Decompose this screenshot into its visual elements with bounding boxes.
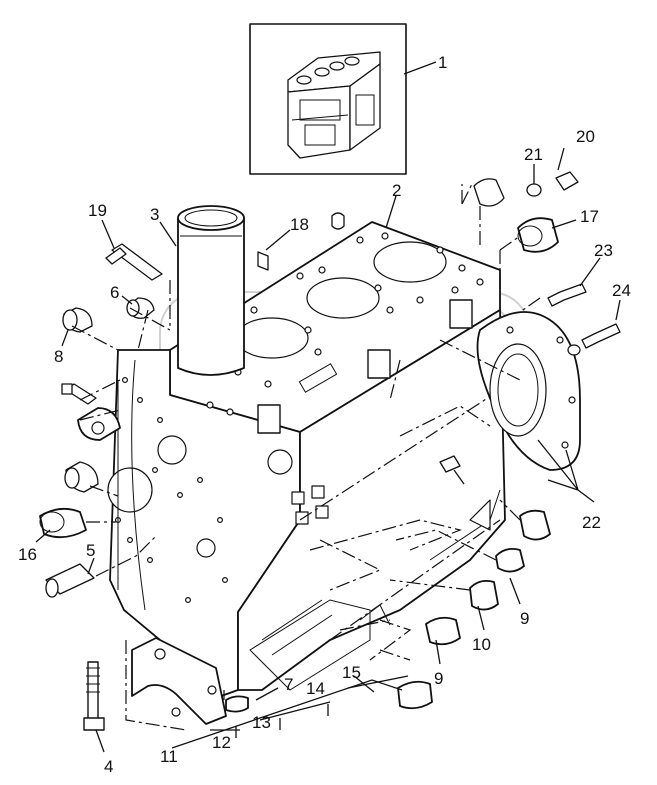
bolt-center <box>439 455 461 473</box>
callout-4: 4 <box>104 757 113 776</box>
callout-21: 21 <box>524 145 543 164</box>
bolt-24 <box>581 323 621 349</box>
callout-5: 5 <box>86 541 95 560</box>
front-bore <box>107 467 153 513</box>
plug-top <box>473 178 505 207</box>
lower-right-parts <box>225 509 551 713</box>
callout-14: 14 <box>306 679 325 698</box>
callout-20: 20 <box>576 127 595 146</box>
callout-15: 15 <box>342 663 361 682</box>
washer-21 <box>526 183 542 197</box>
callout-10: 10 <box>472 635 491 654</box>
callout-6: 6 <box>110 283 119 302</box>
callout-23: 23 <box>594 241 613 260</box>
plug-8 <box>62 307 93 333</box>
cylinder-bore-2 <box>235 317 309 359</box>
dowel-18 <box>257 251 269 271</box>
cylinder-block <box>107 221 506 701</box>
cylinder-bore-4 <box>373 241 447 283</box>
plug-right <box>519 509 551 541</box>
callout-24: 24 <box>612 281 631 300</box>
cap-17 <box>517 217 559 253</box>
engine-block-thumbnail <box>287 51 381 159</box>
front-face-holes <box>114 377 229 603</box>
rear-seal-housing <box>476 311 581 471</box>
bolt-19 <box>105 243 163 281</box>
callout-8: 8 <box>54 347 63 366</box>
callout-18: 18 <box>290 215 309 234</box>
callout-labels: 1 2 3 4 5 6 7 8 9 9 10 11 12 13 14 15 16… <box>18 53 631 776</box>
callout-7: 7 <box>284 675 293 694</box>
top-right-parts <box>257 171 621 485</box>
callout-17: 17 <box>580 207 599 226</box>
callout-2: 2 <box>392 181 401 200</box>
callout-3: 3 <box>150 205 159 224</box>
ring-7 <box>225 695 249 713</box>
bushing-9b <box>425 616 461 646</box>
bushing-16 <box>39 507 87 539</box>
bolt-23 <box>547 283 587 307</box>
main-bearing-cap <box>131 637 227 725</box>
callout-12: 12 <box>212 733 231 752</box>
leader-lines <box>35 61 621 753</box>
assembly-guide-lines <box>71 183 541 731</box>
callout-22: 22 <box>582 513 601 532</box>
callout-9-upper: 9 <box>520 609 529 628</box>
bushing-9a <box>495 547 525 573</box>
inset-overview-box <box>249 23 407 175</box>
left-side-parts <box>39 243 163 598</box>
flange-plate <box>77 407 121 441</box>
cylinder-bore-3 <box>306 277 380 319</box>
cylinder-liner <box>177 205 245 376</box>
callout-19: 19 <box>88 201 107 220</box>
callout-1: 1 <box>438 53 447 72</box>
callout-13: 13 <box>252 713 271 732</box>
bushing-10 <box>469 579 499 611</box>
seal-15 <box>397 680 433 710</box>
callout-9-lower: 9 <box>434 669 443 688</box>
pin-5 <box>45 563 95 598</box>
bolt-4 <box>83 661 105 731</box>
plug-20 <box>555 171 579 191</box>
callout-16: 16 <box>18 545 37 564</box>
callout-11: 11 <box>160 747 178 766</box>
cup-plug <box>64 461 99 493</box>
